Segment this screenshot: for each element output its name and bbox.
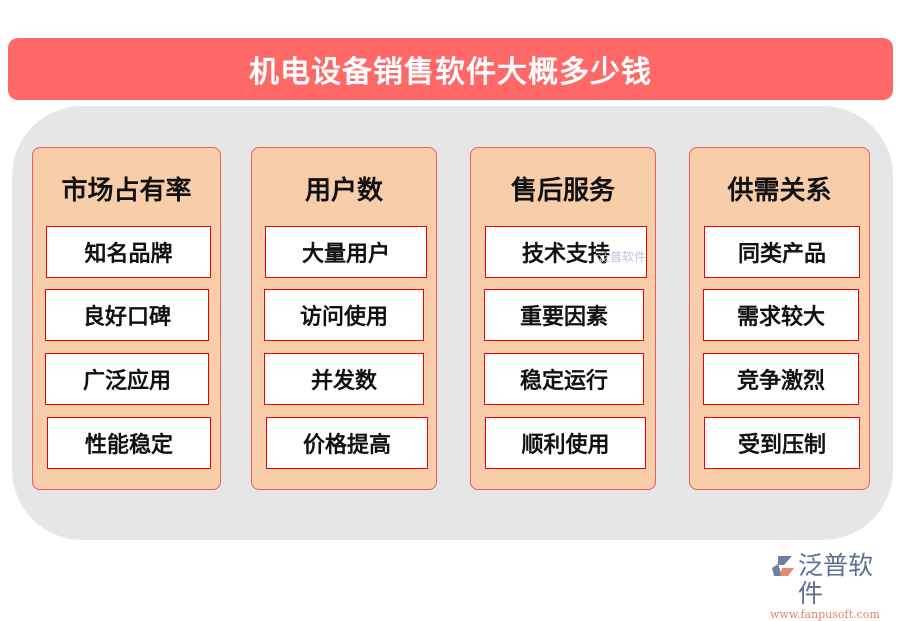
category-item: 受到压制 [704, 417, 860, 469]
category-item: 知名品牌 [46, 226, 211, 278]
category-item: 同类产品 [704, 226, 860, 278]
category-item: 大量用户 [265, 226, 427, 278]
category-heading: 用户数 [304, 176, 383, 206]
category-item: 良好口碑 [45, 289, 209, 341]
category-item: 需求较大 [703, 289, 859, 341]
category-item: 稳定运行 [484, 353, 644, 405]
category-item: 价格提高 [266, 417, 428, 469]
category-item: 竞争激烈 [703, 353, 859, 405]
page-title: 机电设备销售软件大概多少钱 [8, 38, 893, 100]
logo: 泛普软件 www.fanpusoft.com [770, 552, 895, 621]
watermark: 泛普软件 [598, 250, 647, 264]
category-item: 顺利使用 [485, 417, 646, 469]
category-item: 广泛应用 [45, 353, 209, 405]
category-item: 性能稳定 [47, 417, 211, 469]
category-heading: 售后服务 [510, 176, 615, 206]
category-heading: 市场占有率 [61, 176, 192, 206]
category-item: 技术支持 [485, 226, 647, 278]
category-heading: 供需关系 [727, 176, 832, 206]
category-item: 重要因素 [484, 289, 644, 341]
logo-icon [772, 556, 794, 576]
logo-url: www.fanpusoft.com [770, 608, 880, 621]
category-item: 并发数 [264, 353, 424, 405]
category-item: 访问使用 [264, 289, 424, 341]
